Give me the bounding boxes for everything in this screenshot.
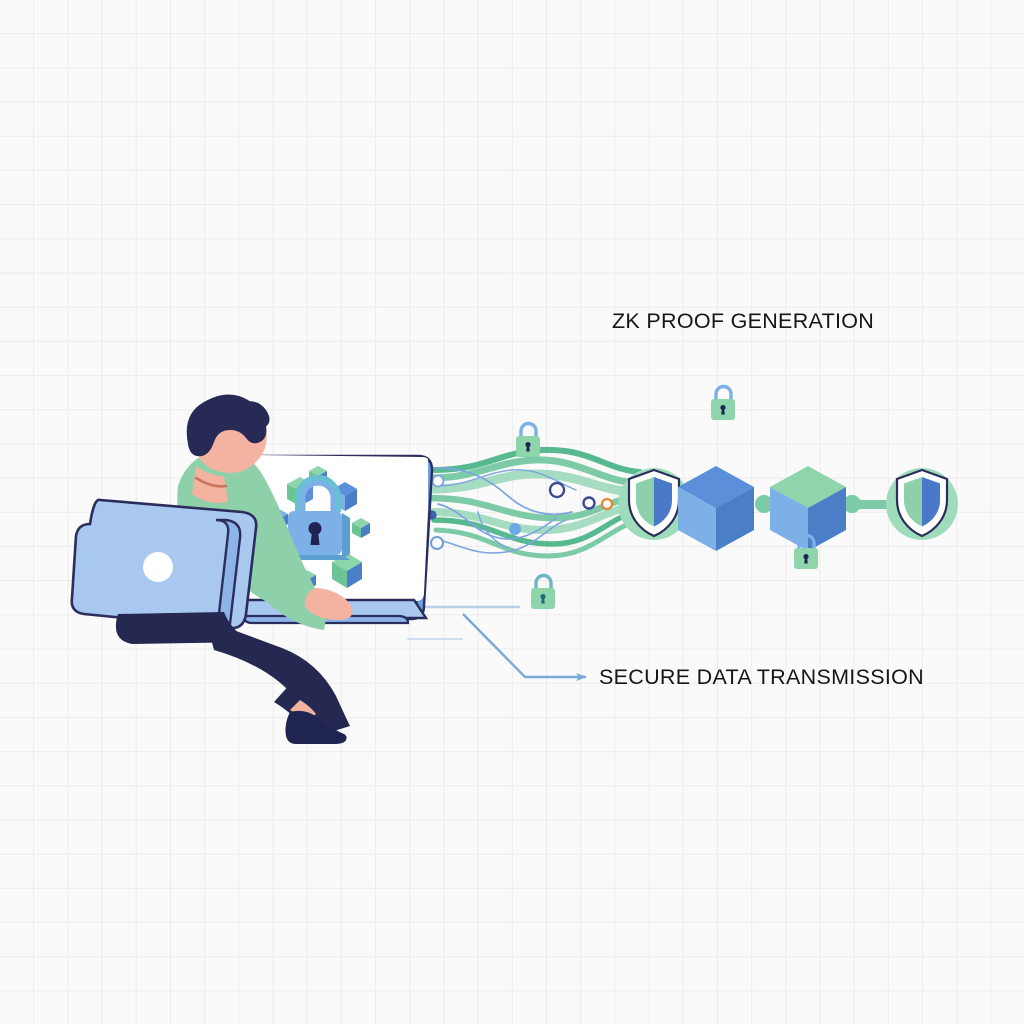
floating-lock-1 [516,421,540,457]
chair-back [70,498,258,644]
screen-cube [352,518,370,538]
floating-lock-2 [711,384,735,420]
blockchain-chain [618,466,958,551]
label-secure-data-transmission: SECURE DATA TRANSMISSION [599,665,924,689]
callout-arrow [462,613,587,681]
floating-lock-3 [794,533,818,569]
label-zk-proof-generation: ZK PROOF GENERATION [612,309,875,333]
floating-lock-4 [531,573,555,609]
shield-badge-right [886,468,958,540]
block-cube-green [770,466,846,551]
shield-badge-left [618,468,690,540]
block-cube-blue [678,466,754,551]
screen-padlock-icon [288,475,350,560]
encrypted-data-stream [418,446,653,559]
